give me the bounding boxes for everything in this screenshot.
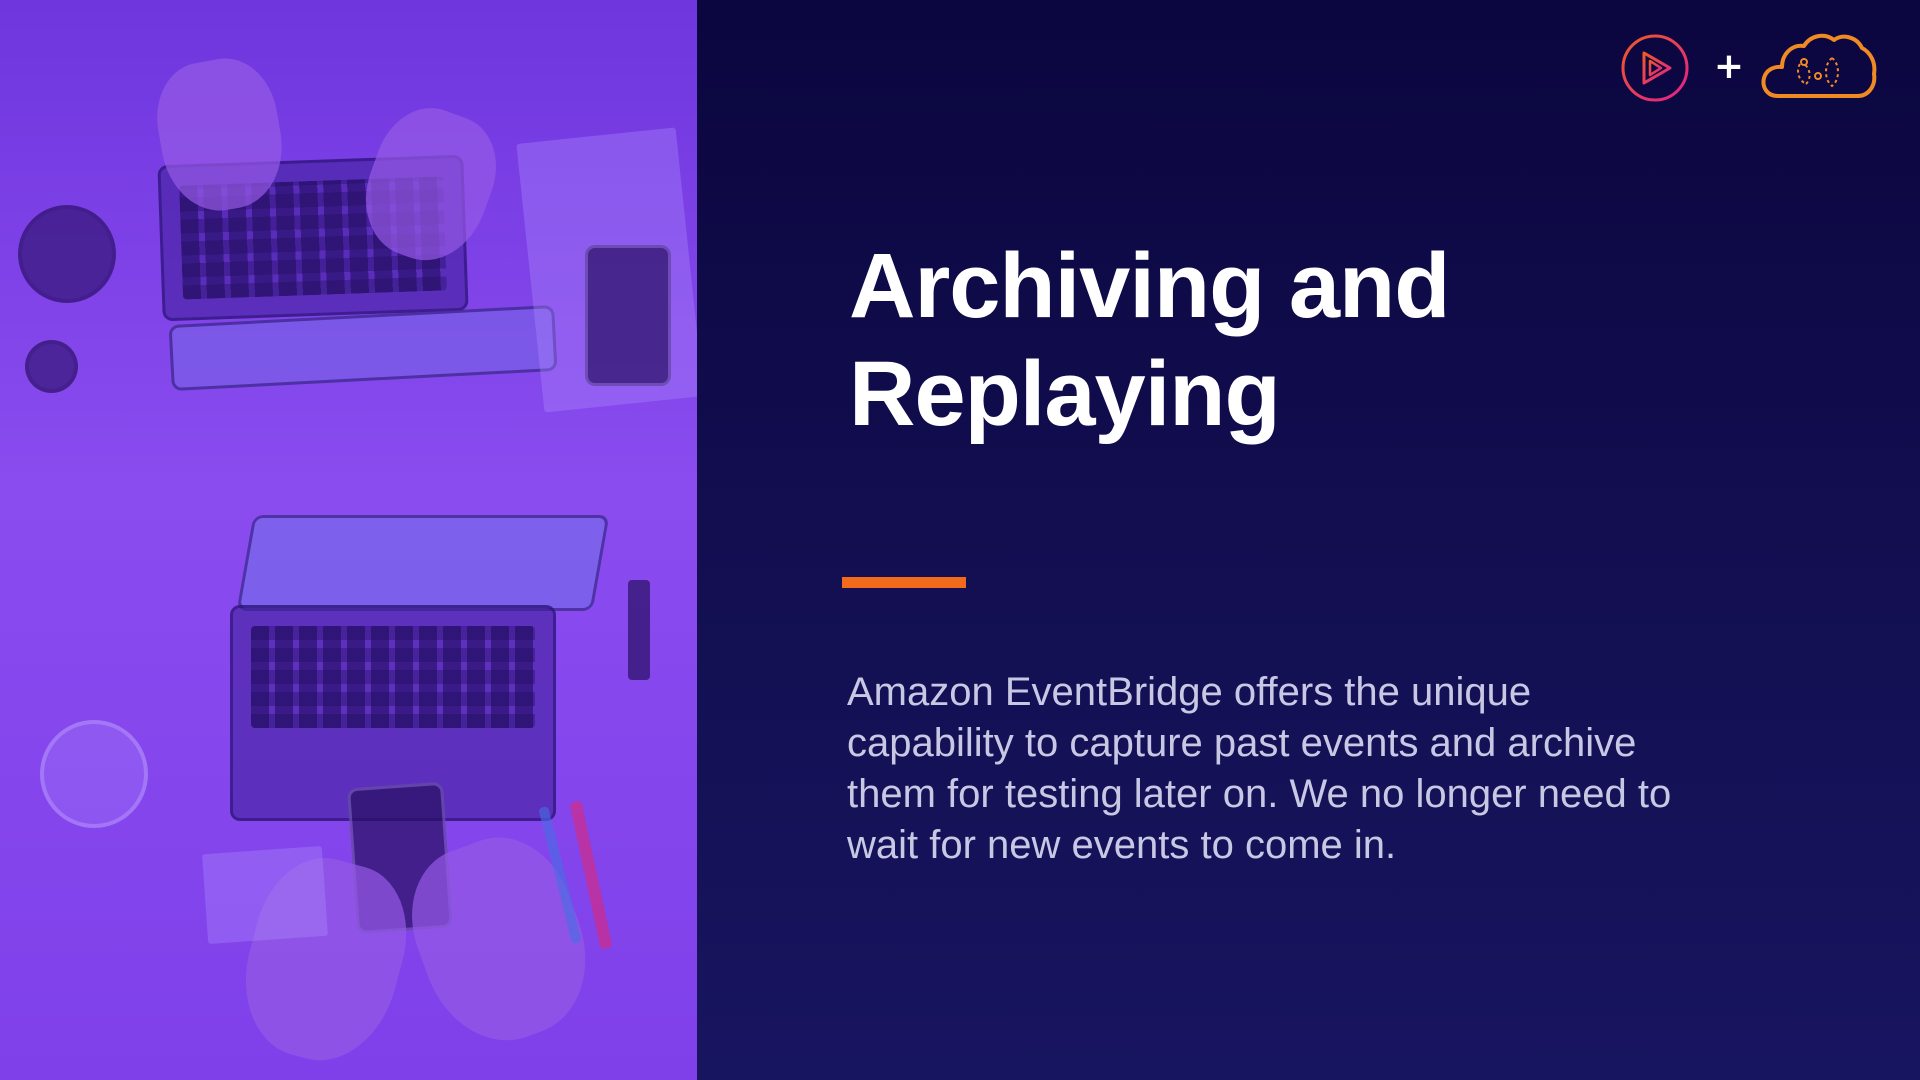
photo-phone-top xyxy=(585,245,671,386)
slide-description: Amazon EventBridge offers the unique cap… xyxy=(847,670,1672,867)
photo-cup-small xyxy=(25,340,78,393)
photo-paper-bottom xyxy=(202,845,328,945)
photo-cup xyxy=(18,205,116,303)
play-logo-icon xyxy=(1621,34,1689,102)
cloud-logo-icon xyxy=(1761,33,1877,98)
slide-title-line-2: Replaying xyxy=(849,343,1281,445)
photo-marker xyxy=(628,580,650,680)
content-panel xyxy=(697,0,1920,1080)
accent-divider xyxy=(842,577,966,588)
background-photo xyxy=(0,0,697,1080)
photo-glass xyxy=(40,720,148,828)
plus-sign: + xyxy=(1713,46,1745,87)
slide-title: Archiving and Replaying xyxy=(849,232,1749,448)
photo-laptop-bottom-screen xyxy=(236,515,610,611)
photo-keyboard-bottom xyxy=(251,626,535,728)
photo-laptop-bottom xyxy=(230,605,556,821)
slide-title-line-1: Archiving and xyxy=(849,235,1450,337)
logo-group: + xyxy=(1620,30,1880,104)
